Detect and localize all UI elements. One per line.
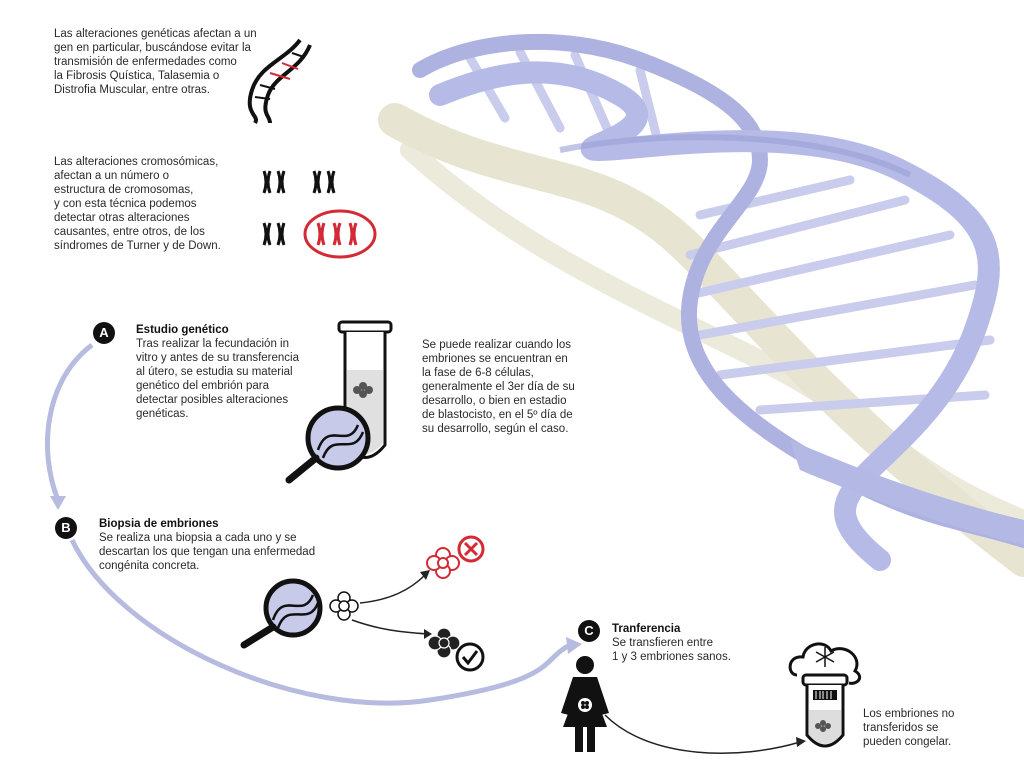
freeze-text: Los embriones no transferidos se pueden …: [863, 708, 955, 748]
step-a-text: Estudio genético Tras realizar la fecund…: [136, 323, 336, 421]
arrow-a-to-b: [44, 342, 94, 501]
intro-genetic-text: Las alteraciones genéticas afectan a un …: [54, 28, 257, 96]
step-c-badge: C: [578, 620, 600, 642]
cryo-tank-icon: [788, 642, 862, 748]
check-icon: [428, 627, 485, 672]
woman-icon: [561, 656, 609, 752]
snowflake-icon: [815, 647, 835, 667]
step-c-text: Tranferencia Se transfieren entre 1 y 3 …: [612, 622, 772, 664]
step-b-badge: B: [55, 517, 77, 539]
magnifier-icon: [285, 405, 371, 484]
helix-rungs: [465, 47, 995, 415]
dna-icon: [247, 38, 312, 125]
embryo-icon: [329, 591, 359, 621]
arrow-b-to-c: [69, 538, 572, 706]
step-b-title: Biopsia de embriones: [99, 518, 219, 530]
step-a-title: Estudio genético: [136, 324, 229, 336]
intro-chromosomal-text: Las alteraciones cromosómicas, afectan a…: [54, 156, 221, 252]
magnifier-icon: [240, 578, 323, 649]
helix-ribbon: [790, 440, 1024, 545]
step-a-side-text: Se puede realizar cuando los embriones s…: [422, 339, 575, 435]
step-c-title: Tranferencia: [612, 623, 681, 635]
chromosome-icon: [262, 170, 377, 259]
step-a-badge: A: [93, 322, 115, 344]
step-b-text: Biopsia de embriones Se realiza una biop…: [99, 517, 359, 573]
embryo-icon: [353, 382, 373, 398]
reject-icon: [426, 535, 485, 579]
